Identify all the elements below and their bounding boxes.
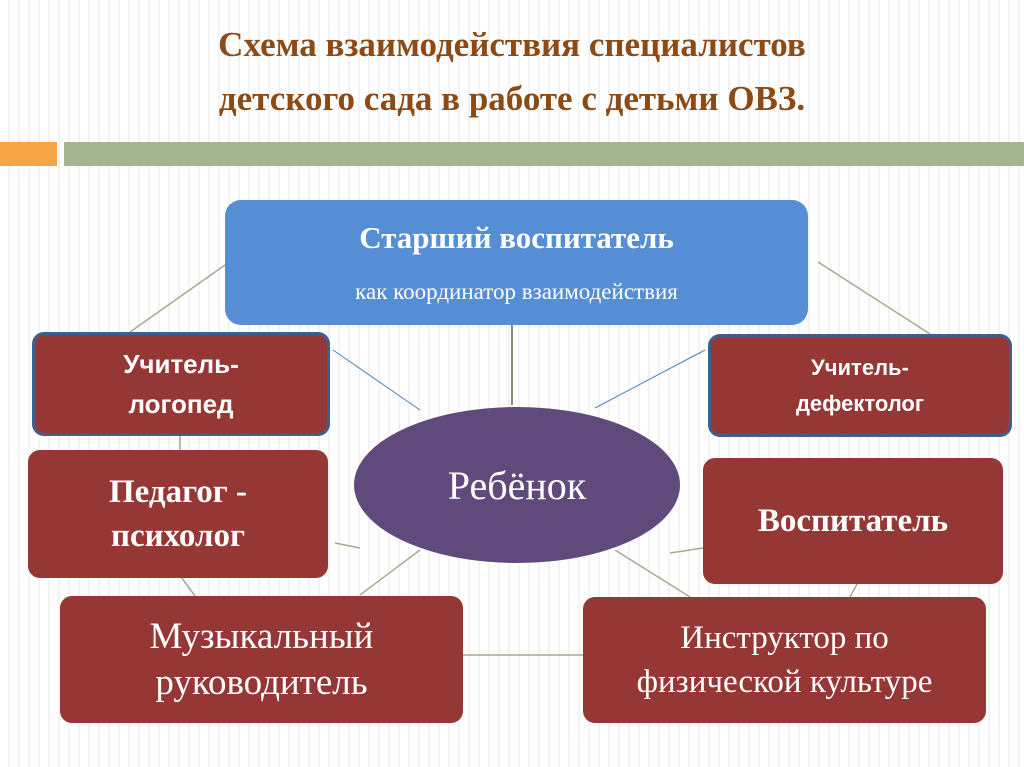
- psychologist-box: Педагог - психолог: [28, 450, 328, 578]
- music-director-line-1: Музыкальный: [149, 615, 374, 657]
- pe-instructor-line-1: Инструктор по: [680, 620, 889, 656]
- green-accent-bar: [64, 142, 1024, 166]
- psychologist-line-2: психолог: [111, 518, 245, 554]
- pe-instructor-box: Инструктор по физической культуре: [583, 597, 986, 723]
- connector: [359, 549, 421, 596]
- child-label: Ребёнок: [447, 462, 587, 508]
- music-director-box: Музыкальный руководитель: [60, 596, 463, 723]
- defectologist-line-2: дефектолог: [795, 390, 925, 416]
- educator-box: Воспитатель: [703, 458, 1003, 584]
- speech-therapist-box: Учитель- логопед: [32, 332, 330, 436]
- defectologist-box: Учитель- дефектолог: [708, 334, 1012, 437]
- connector: [669, 547, 704, 554]
- senior-educator-title: Старший воспитатель: [359, 219, 674, 255]
- defectologist-line-1: Учитель-: [811, 354, 909, 380]
- connector: [129, 264, 226, 333]
- senior-educator-subtitle: как координатор взаимодействия: [355, 279, 678, 305]
- title-line-2: детского сада в работе с детьми ОВЗ.: [218, 79, 806, 118]
- psychologist-line-1: Педагог -: [109, 474, 247, 510]
- senior-educator-box: Старший воспитатель как координатор взаи…: [225, 200, 808, 325]
- speech-therapist-line-2: логопед: [128, 389, 234, 419]
- connector: [614, 549, 691, 598]
- connector: [334, 542, 361, 549]
- slide-title: Схема взаимодействия специалистов детско…: [0, 18, 1024, 126]
- speech-therapist-line-1: Учитель-: [123, 349, 239, 379]
- connector: [817, 261, 931, 335]
- educator-line-1: Воспитатель: [757, 502, 949, 539]
- pe-instructor-line-2: физической культуре: [636, 664, 933, 700]
- title-line-1: Схема взаимодействия специалистов: [218, 25, 806, 64]
- orange-accent-bar: [0, 142, 57, 166]
- music-director-line-2: руководитель: [155, 661, 368, 703]
- connector: [594, 349, 706, 409]
- connector: [332, 349, 421, 411]
- child-ellipse: Ребёнок: [354, 407, 680, 563]
